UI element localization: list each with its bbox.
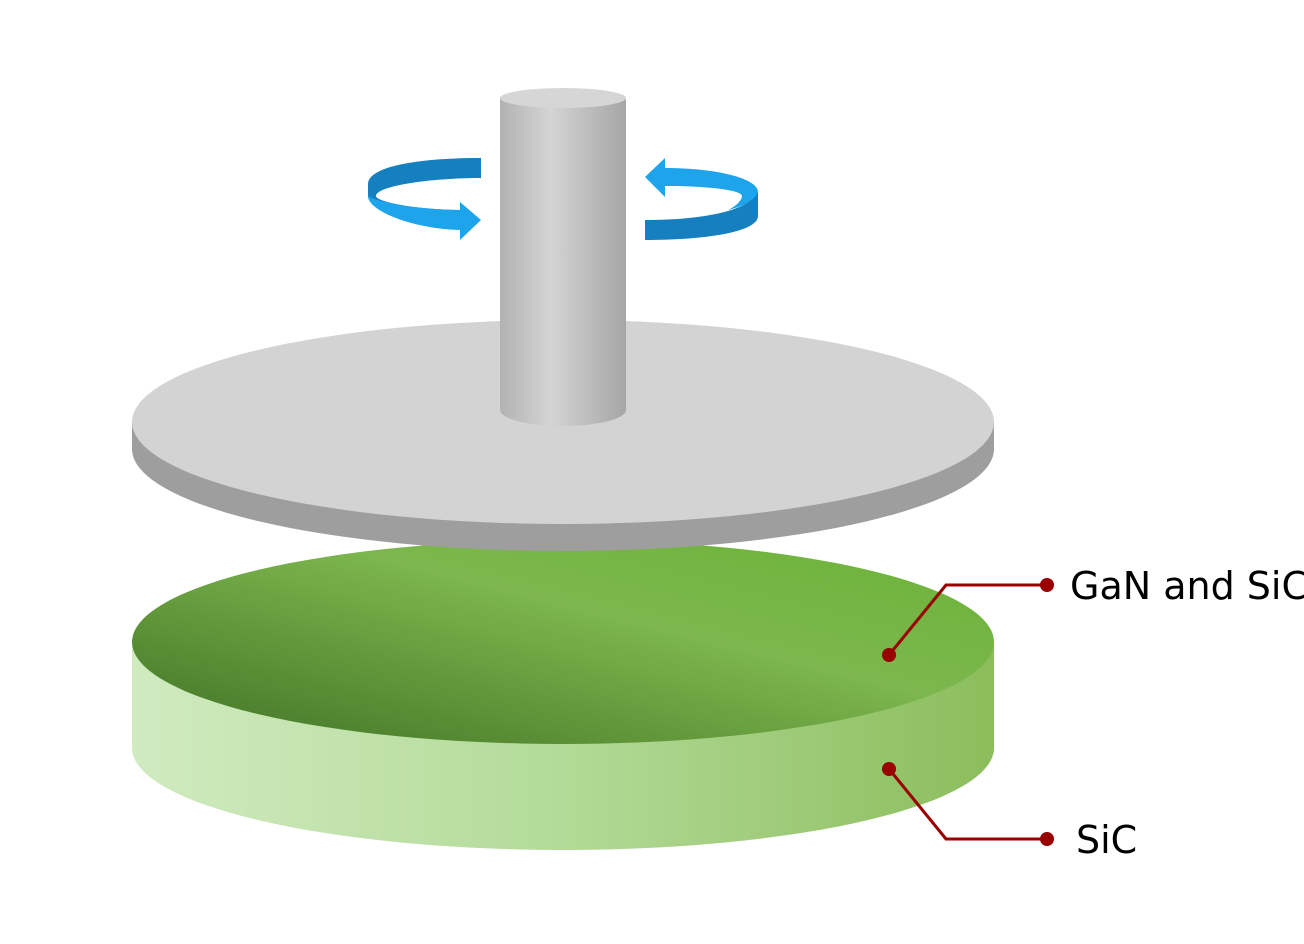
rotation-arrow-left-lower <box>368 196 463 230</box>
callout-dot-top-end <box>1040 578 1054 592</box>
shaft <box>500 88 626 426</box>
callout-line-top <box>887 583 1047 656</box>
rotation-arrowhead-left <box>645 158 665 197</box>
shaft-body <box>500 98 626 426</box>
callout-top-layer <box>882 578 1054 662</box>
callout-dot-top-start <box>882 648 896 662</box>
rotation-arrowhead-right <box>460 202 481 240</box>
callout-substrate <box>882 762 1054 846</box>
callout-dot-bottom-start <box>882 762 896 776</box>
rotation-arrow-right-band <box>645 192 758 240</box>
shaft-top <box>500 88 626 108</box>
callout-dot-bottom-end <box>1040 832 1054 846</box>
label-top-layer: GaN and SiC <box>1070 564 1304 608</box>
rotation-arrow-right-upper <box>665 168 758 210</box>
wafer-top-surface <box>132 540 994 744</box>
callout-line-bottom <box>887 768 1047 841</box>
label-substrate: SiC <box>1076 818 1138 862</box>
wafer <box>132 540 994 850</box>
rotation-arrow-icon <box>368 158 758 240</box>
